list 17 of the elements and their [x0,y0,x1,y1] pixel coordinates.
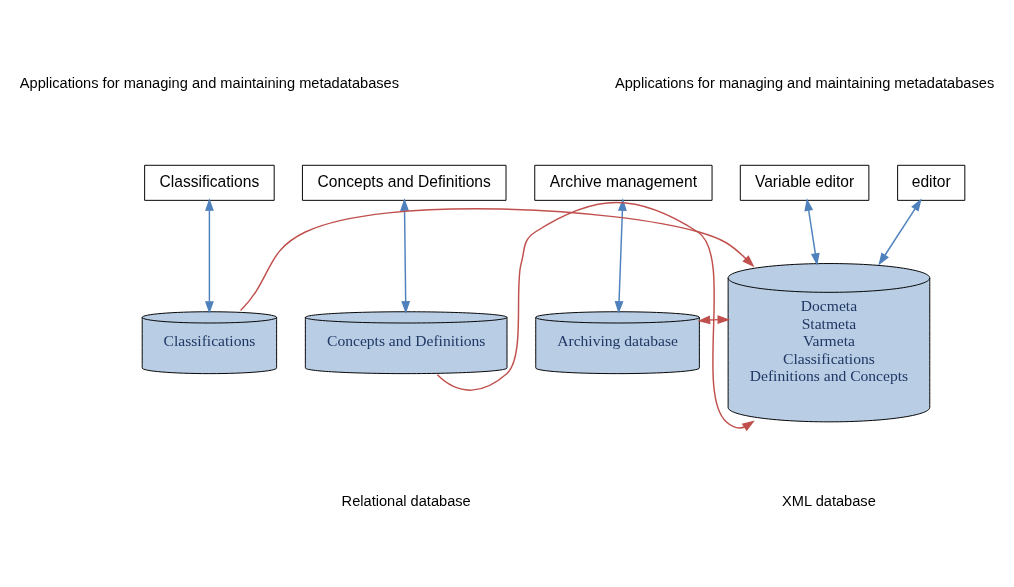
arrow [436,201,755,432]
node-box: Archive management [534,164,713,201]
arrow [204,198,214,314]
arrow [697,315,731,325]
node-box: editor [897,164,966,201]
label: Applications for managing and maintaining metadatabases [19,74,400,91]
arrow [614,198,627,314]
node-box: Classifications [144,164,275,201]
label: Relational database [341,492,471,509]
label: XML database [782,492,876,509]
node-box: Variable editor [739,164,870,201]
arrow [400,198,411,314]
arrow [804,198,820,266]
arrow [878,198,922,266]
arrow [239,208,755,312]
label: Applications for managing and maintaining metadatabases [614,74,995,91]
node-box: Concepts and Definitions [301,164,507,201]
